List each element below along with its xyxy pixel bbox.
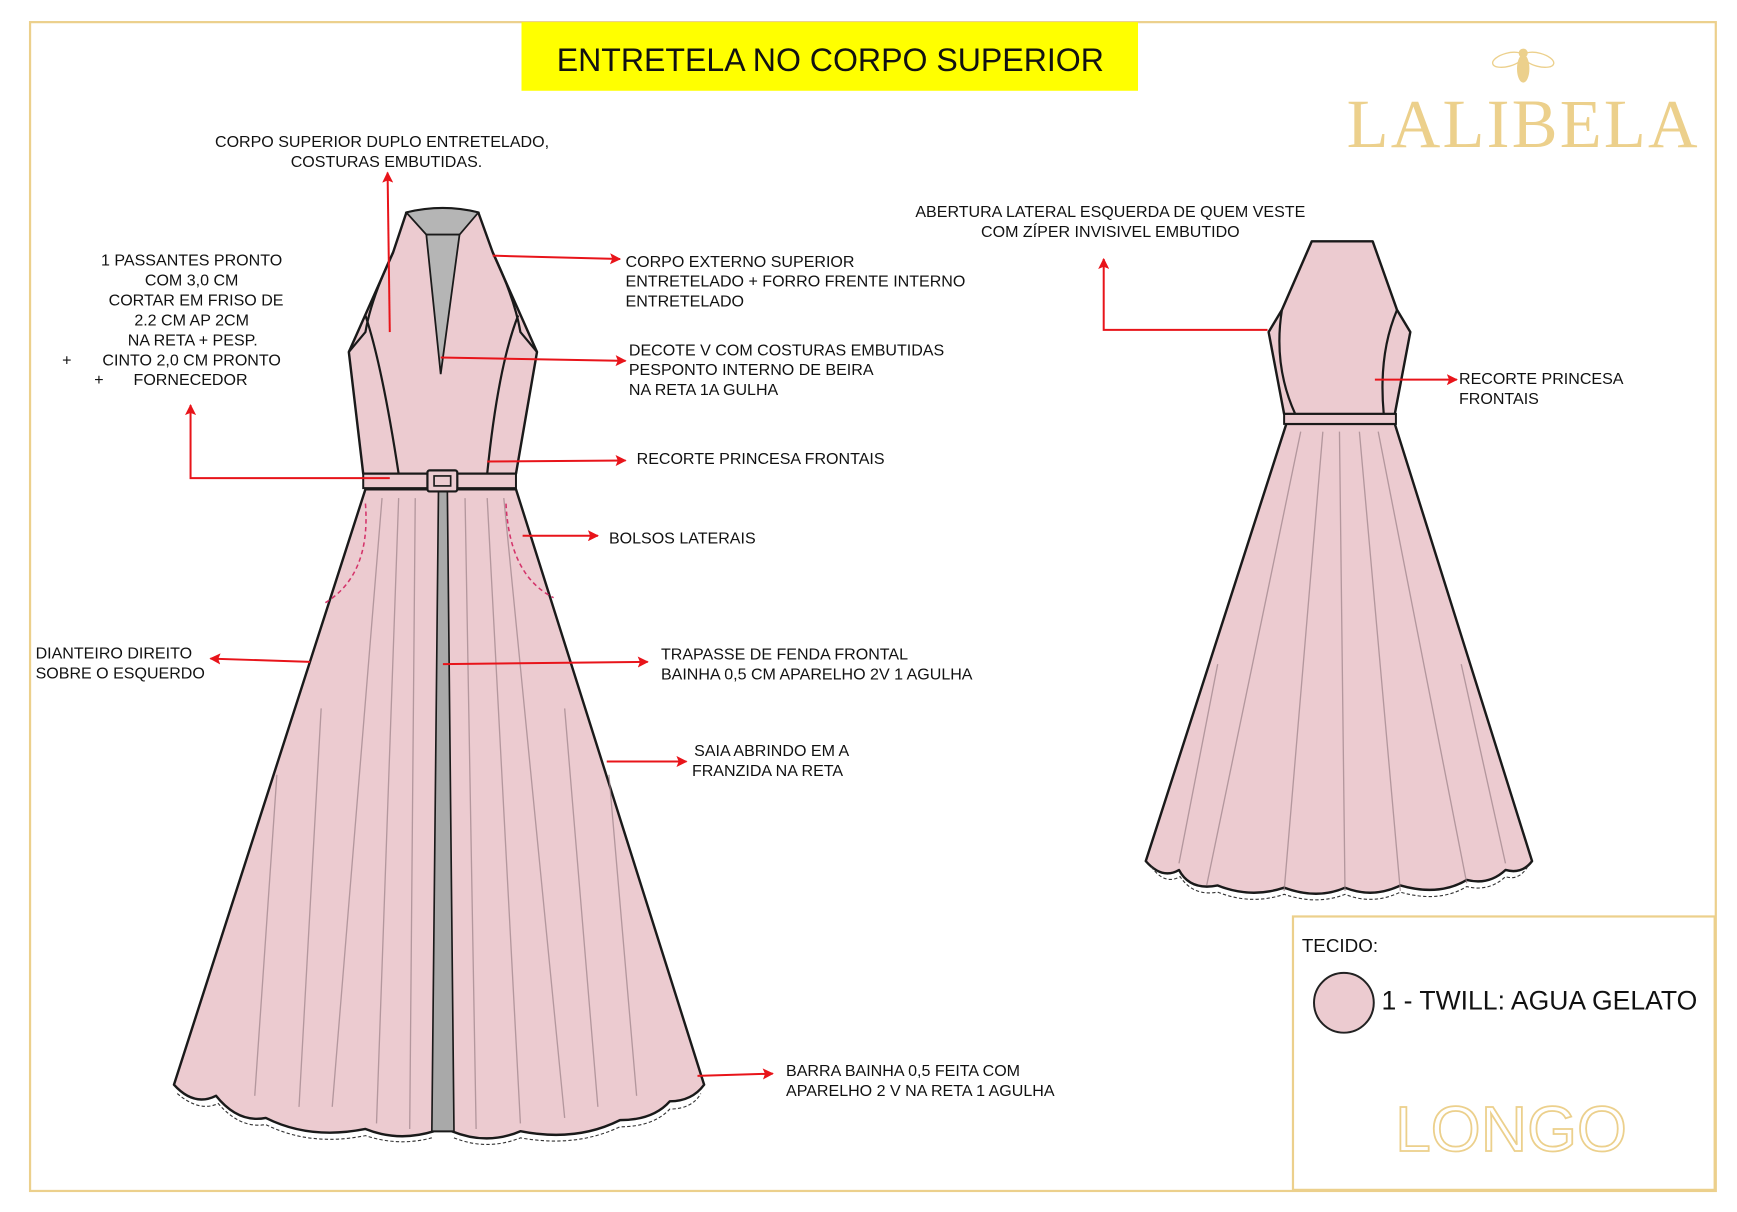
annotation-corpo-externo: CORPO EXTERNO SUPERIOR ENTRETELADO + FOR…	[626, 253, 970, 311]
fabric-legend: TECIDO: 1 - TWILL: AGUA GELATO LONGO	[1291, 915, 1716, 1191]
front-dress-drawing	[172, 206, 706, 1145]
page-title: ENTRETELA NO CORPO SUPERIOR	[521, 22, 1139, 91]
annotation-bolsos: BOLSOS LATERAIS	[609, 529, 756, 547]
annotation-barra: BARRA BAINHA 0,5 FEITA COM APARELHO 2 V …	[786, 1062, 1055, 1100]
annotation-saia: SAIA ABRINDO EM A FRANZIDA NA RETA	[692, 742, 854, 780]
length-label: LONGO	[1395, 1093, 1627, 1165]
annotation-passantes: 1 PASSANTES PRONTO COM 3,0 CM CORTAR EM …	[101, 252, 288, 390]
svg-text:LALIBELA: LALIBELA	[1347, 86, 1700, 162]
fabric-swatch	[1313, 971, 1375, 1034]
svg-text:ENTRETELA NO CORPO SUPERIOR: ENTRETELA NO CORPO SUPERIOR	[557, 42, 1104, 78]
bee-icon	[1491, 48, 1555, 83]
fabric-label: TECIDO:	[1302, 935, 1378, 956]
back-dress-drawing	[1144, 240, 1534, 901]
annotation-abertura: ABERTURA LATERAL ESQUERDA DE QUEM VESTE …	[915, 203, 1309, 241]
annotation-dianteiro: DIANTEIRO DIREITO SOBRE O ESQUERDO	[36, 645, 205, 683]
brand-logo: LALIBELA	[1347, 48, 1700, 162]
callout-arrows	[185, 171, 1458, 1080]
annotation-recorte-costas: RECORTE PRINCESA FRONTAIS	[1459, 370, 1628, 408]
annotation-recorte-frontal: RECORTE PRINCESA FRONTAIS	[637, 450, 885, 468]
annotation-trapasse: TRAPASSE DE FENDA FRONTAL BAINHA 0,5 CM …	[661, 646, 973, 684]
annotation-corpo-superior: CORPO SUPERIOR DUPLO ENTRETELADO, COSTUR…	[215, 133, 554, 171]
fabric-name: 1 - TWILL: AGUA GELATO	[1382, 985, 1698, 1015]
plus-sign: +	[62, 351, 71, 369]
plus-sign: +	[94, 371, 103, 389]
annotation-decote: DECOTE V COM COSTURAS EMBUTIDAS PESPONTO…	[629, 341, 949, 399]
